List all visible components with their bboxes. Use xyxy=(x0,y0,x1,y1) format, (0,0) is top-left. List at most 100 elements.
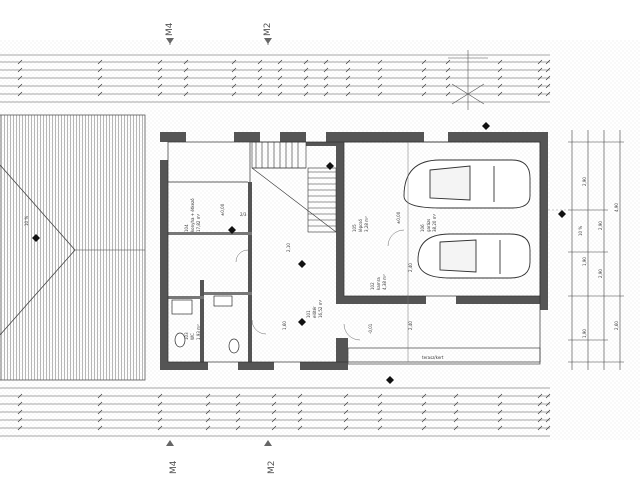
site-arrow-symbol xyxy=(448,50,488,110)
dimension-tick xyxy=(231,91,237,97)
room-106-name: garázs xyxy=(426,219,431,232)
right-dim-g: 1,90 xyxy=(582,329,587,338)
dimension-tick xyxy=(497,393,503,399)
dimension-tick xyxy=(421,67,427,73)
dimension-tick xyxy=(421,401,427,407)
dimension-tick xyxy=(17,75,23,81)
dimension-tick xyxy=(277,67,283,73)
dimension-tick xyxy=(537,59,543,65)
room-102-area: 4,38 m² xyxy=(382,274,387,290)
dimension-tick xyxy=(545,91,551,97)
dimension-tick xyxy=(231,67,237,73)
dimension-tick xyxy=(545,401,551,407)
dimension-tick xyxy=(421,75,427,81)
car-top-illustration xyxy=(403,159,531,279)
dimension-tick xyxy=(445,91,451,97)
room-101-area: 16,52 m² xyxy=(318,299,323,318)
level-label-3: ±0,00 xyxy=(396,211,401,224)
dimension-tick xyxy=(183,75,189,81)
floor-outline xyxy=(167,141,541,363)
dimension-tick xyxy=(97,59,103,65)
dimension-tick xyxy=(205,409,211,415)
dimension-tick xyxy=(421,59,427,65)
dimension-tick xyxy=(303,59,309,65)
dimension-tick xyxy=(345,59,351,65)
right-dim-b: 4,90 xyxy=(614,203,619,212)
dimension-tick xyxy=(297,409,303,415)
inner-dimension-labels: 2,40 2,40 2,10 1,60 xyxy=(282,142,413,362)
dimension-tick xyxy=(97,425,103,431)
dimension-tick xyxy=(97,67,103,73)
dimension-tick xyxy=(97,409,103,415)
dimension-tick xyxy=(17,59,23,65)
dimension-tick xyxy=(257,75,263,81)
dimension-tick xyxy=(97,83,103,89)
dimension-tick xyxy=(157,67,163,73)
dimension-tick xyxy=(303,83,309,89)
inner-dim-a: 2,40 xyxy=(408,263,413,272)
staircase xyxy=(251,141,337,233)
dimension-tick xyxy=(497,91,503,97)
room-105-area: 3,28 m² xyxy=(364,216,369,232)
axis-label-m2-bottom: M2 xyxy=(267,461,277,475)
dimension-tick xyxy=(421,417,427,423)
room-104-name: konyha + étkező xyxy=(190,198,195,232)
dimension-tick xyxy=(545,409,551,415)
dimension-tick xyxy=(345,75,351,81)
dimension-tick xyxy=(235,417,241,423)
dimension-tick xyxy=(277,91,283,97)
axis-label-m4-top: M4 xyxy=(165,22,175,36)
door-swings xyxy=(235,229,405,341)
dimension-tick xyxy=(545,67,551,73)
room-103-name: WC xyxy=(190,333,195,340)
dimension-tick xyxy=(231,83,237,89)
dimension-tick xyxy=(497,425,503,431)
dimension-tick xyxy=(497,75,503,81)
room-104-area: 17,82 m² xyxy=(196,213,201,232)
dimension-tick xyxy=(297,425,303,431)
dimension-tick xyxy=(97,417,103,423)
terrace-label: terasz/kert xyxy=(422,355,444,360)
dimension-tick xyxy=(297,417,303,423)
sanitary-fixtures xyxy=(171,295,240,354)
dimension-tick xyxy=(445,75,451,81)
dimension-tick xyxy=(497,59,503,65)
dimension-tick xyxy=(97,401,103,407)
room-101-number: 101 xyxy=(306,310,311,318)
dimension-tick xyxy=(343,425,349,431)
dimension-tick xyxy=(17,417,23,423)
dimension-tick xyxy=(453,393,459,399)
dimension-tick xyxy=(97,75,103,81)
dimension-tick xyxy=(183,59,189,65)
dimension-tick xyxy=(157,83,163,89)
dimension-tick xyxy=(497,401,503,407)
dimension-tick xyxy=(421,393,427,399)
dimension-tick xyxy=(377,409,383,415)
dimension-tick xyxy=(17,409,23,415)
dimension-tick xyxy=(377,393,383,399)
dimension-tick xyxy=(445,83,451,89)
terrace-strip: terasz/kert xyxy=(347,347,541,365)
room-labels: 104 konyha + étkező 17,82 m² 105 lépcső … xyxy=(184,198,437,340)
dimension-tick xyxy=(345,91,351,97)
axis-label-m4-bottom: M4 xyxy=(169,460,179,474)
dimension-tick xyxy=(297,393,303,399)
dimension-tick xyxy=(497,409,503,415)
inner-dim-b: 2,40 xyxy=(408,321,413,330)
right-dim-c: 2,90 xyxy=(598,221,603,230)
dimension-tick xyxy=(343,409,349,415)
dimension-tick xyxy=(377,67,383,73)
dimension-tick xyxy=(231,75,237,81)
dimension-tick xyxy=(231,59,237,65)
level-markers xyxy=(32,122,566,384)
room-101-name: előtér xyxy=(312,306,317,318)
dimension-tick xyxy=(445,59,451,65)
dimension-tick xyxy=(235,401,241,407)
dimension-tick xyxy=(17,393,23,399)
dimension-tick xyxy=(271,393,277,399)
dimension-tick xyxy=(343,401,349,407)
dimension-tick xyxy=(17,425,23,431)
right-dim-a: 2,90 xyxy=(582,177,587,186)
